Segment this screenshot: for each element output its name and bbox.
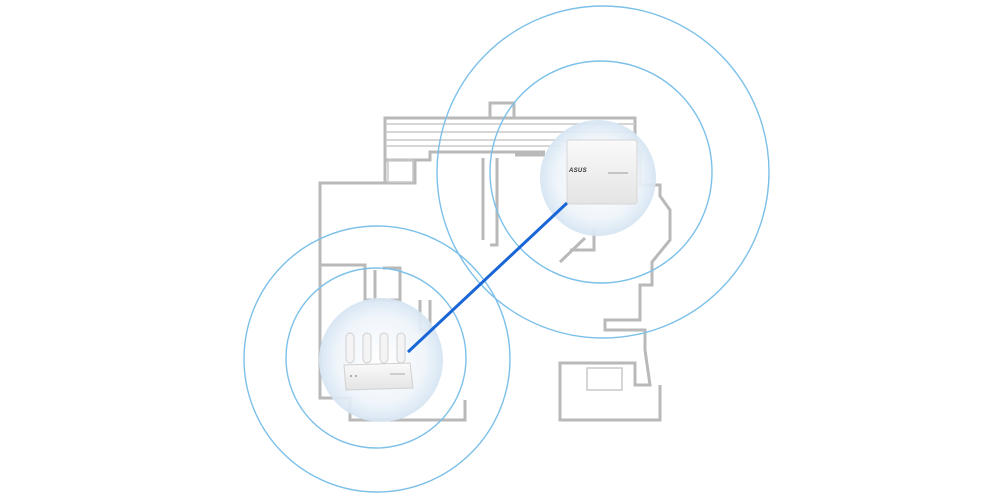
mesh-extender-device	[566, 139, 638, 205]
inner-signal-ring	[285, 267, 467, 449]
asus-logo: ASUS	[569, 168, 587, 174]
router-device	[343, 332, 414, 391]
antenna-icons	[345, 332, 406, 364]
inner-signal-ring	[489, 60, 713, 284]
outer-signal-ring	[243, 225, 511, 493]
outer-signal-ring	[436, 5, 770, 339]
router-coverage	[243, 225, 511, 493]
wireless-link-line	[406, 201, 569, 354]
